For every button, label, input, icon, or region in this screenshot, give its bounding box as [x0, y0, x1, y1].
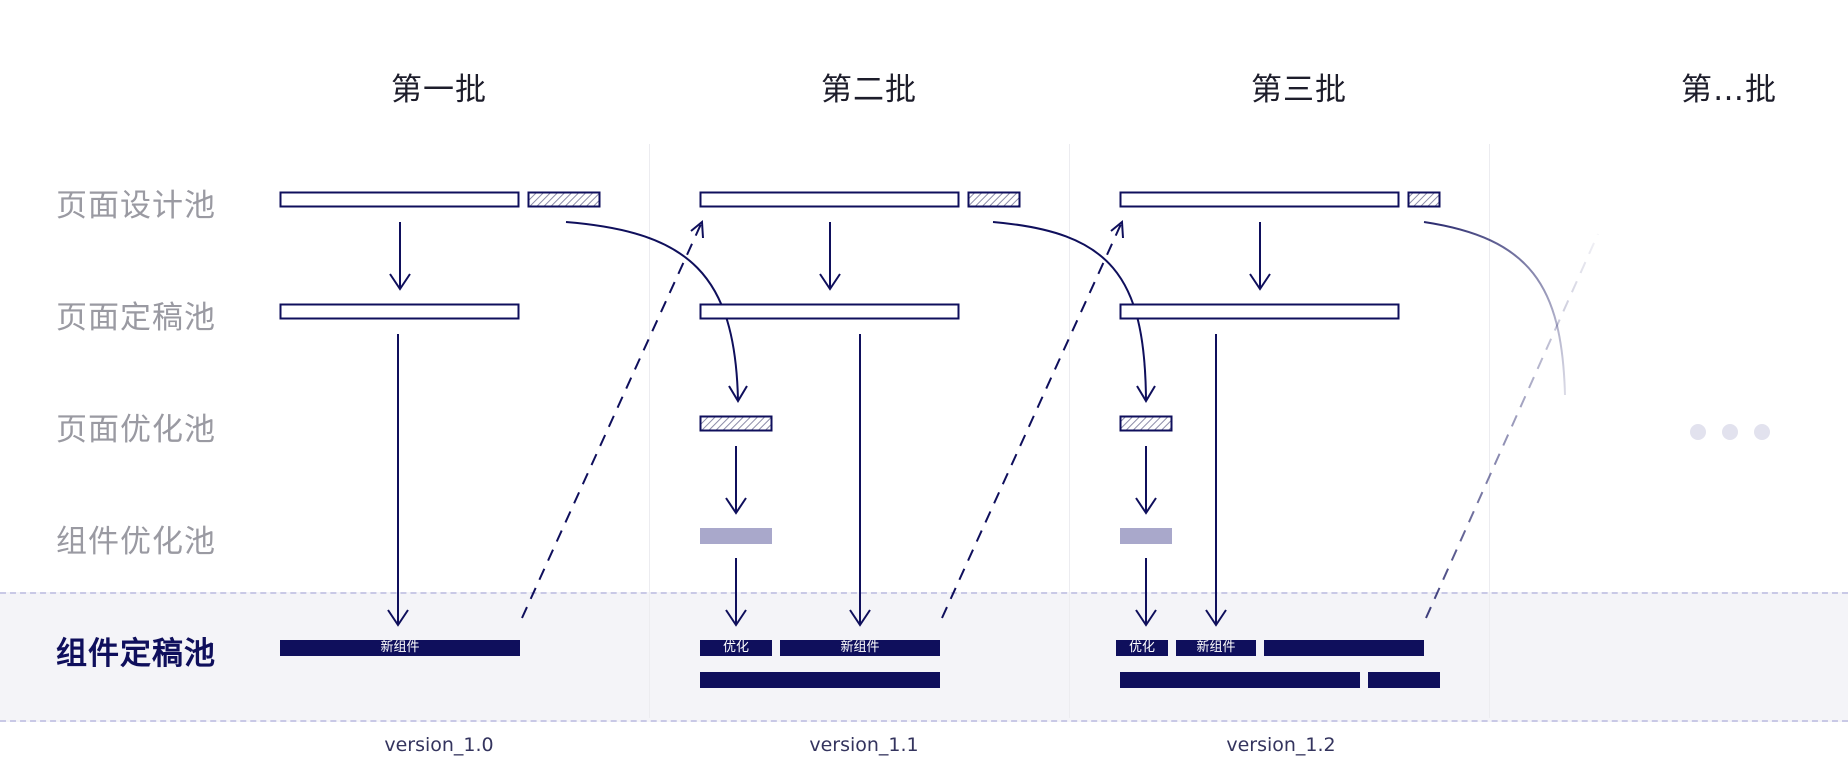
optimize-bar	[1116, 640, 1168, 656]
ellipsis-dot	[1690, 424, 1706, 440]
new-component-bar	[1176, 640, 1256, 656]
arrowhead	[1249, 273, 1271, 291]
component-final-bar-short	[1368, 672, 1440, 688]
dashed-feedback-arrow	[521, 223, 702, 619]
page-design-hatched-bar	[527, 191, 601, 208]
column-header-batch-3: 第三批	[1251, 72, 1347, 108]
new-component-bar	[780, 640, 940, 656]
column-divider	[1489, 144, 1490, 718]
arrowhead	[389, 273, 411, 291]
arrowhead	[849, 609, 871, 627]
curved-flow-arrow	[992, 221, 1147, 401]
page-final-bar	[699, 303, 960, 320]
row-label-component-final-pool: 组件定稿池	[56, 636, 216, 672]
column-header-batch-more: 第…批	[1681, 72, 1777, 108]
column-divider	[1069, 144, 1070, 718]
column-header-batch-2: 第二批	[821, 72, 917, 108]
new-component-label: 新组件	[840, 640, 880, 655]
version-label-1: version_1.0	[384, 734, 494, 756]
component-final-bar	[280, 640, 520, 656]
dashed-feedback-arrow	[941, 223, 1122, 619]
page-optimize-hatched-bar	[699, 415, 773, 432]
row-label-page-optimize-pool: 页面优化池	[56, 412, 216, 448]
arrowhead	[1136, 385, 1156, 403]
arrowhead	[690, 219, 704, 239]
arrowhead	[725, 497, 747, 515]
version-label-2: version_1.1	[809, 734, 919, 756]
component-final-bar-wide	[1120, 672, 1360, 688]
page-design-bar	[1119, 191, 1400, 208]
new-component-label: 新组件	[1196, 640, 1236, 655]
page-final-bar	[279, 303, 520, 320]
ellipsis-dot	[1754, 424, 1770, 440]
component-final-bar	[1264, 640, 1424, 656]
arrowhead	[1135, 609, 1157, 627]
page-design-hatched-bar	[967, 191, 1021, 208]
column-header-batch-1: 第一批	[391, 72, 487, 108]
optimize-label: 优化	[1128, 640, 1155, 655]
component-optimize-bar	[1120, 528, 1172, 544]
arrowhead	[1135, 497, 1157, 515]
page-design-hatched-bar	[1407, 191, 1441, 208]
arrowhead	[819, 273, 841, 291]
component-optimize-bar	[700, 528, 772, 544]
component-final-bar-wide	[700, 672, 940, 688]
row-label-component-optimize-pool: 组件优化池	[56, 524, 216, 560]
page-optimize-hatched-bar	[1119, 415, 1173, 432]
optimize-bar	[700, 640, 772, 656]
arrowhead	[1205, 609, 1227, 627]
page-design-bar	[699, 191, 960, 208]
arrowhead	[1110, 219, 1124, 239]
ellipsis-dot	[1722, 424, 1738, 440]
row-label-page-design-pool: 页面设计池	[56, 188, 216, 224]
version-label-3: version_1.2	[1226, 734, 1336, 756]
curved-flow-arrow-fading	[1423, 221, 1566, 396]
optimize-label: 优化	[722, 640, 749, 655]
dashed-feedback-arrow-fading	[1425, 233, 1599, 619]
arrowhead	[725, 609, 747, 627]
arrowhead	[728, 385, 748, 403]
row-label-page-final-pool: 页面定稿池	[56, 300, 216, 336]
new-component-label: 新组件	[380, 640, 420, 655]
page-final-bar	[1119, 303, 1400, 320]
column-divider	[649, 144, 650, 718]
curved-flow-arrow	[565, 221, 739, 401]
arrowhead	[387, 609, 409, 627]
highlight-band	[0, 592, 1848, 722]
page-design-bar	[279, 191, 520, 208]
